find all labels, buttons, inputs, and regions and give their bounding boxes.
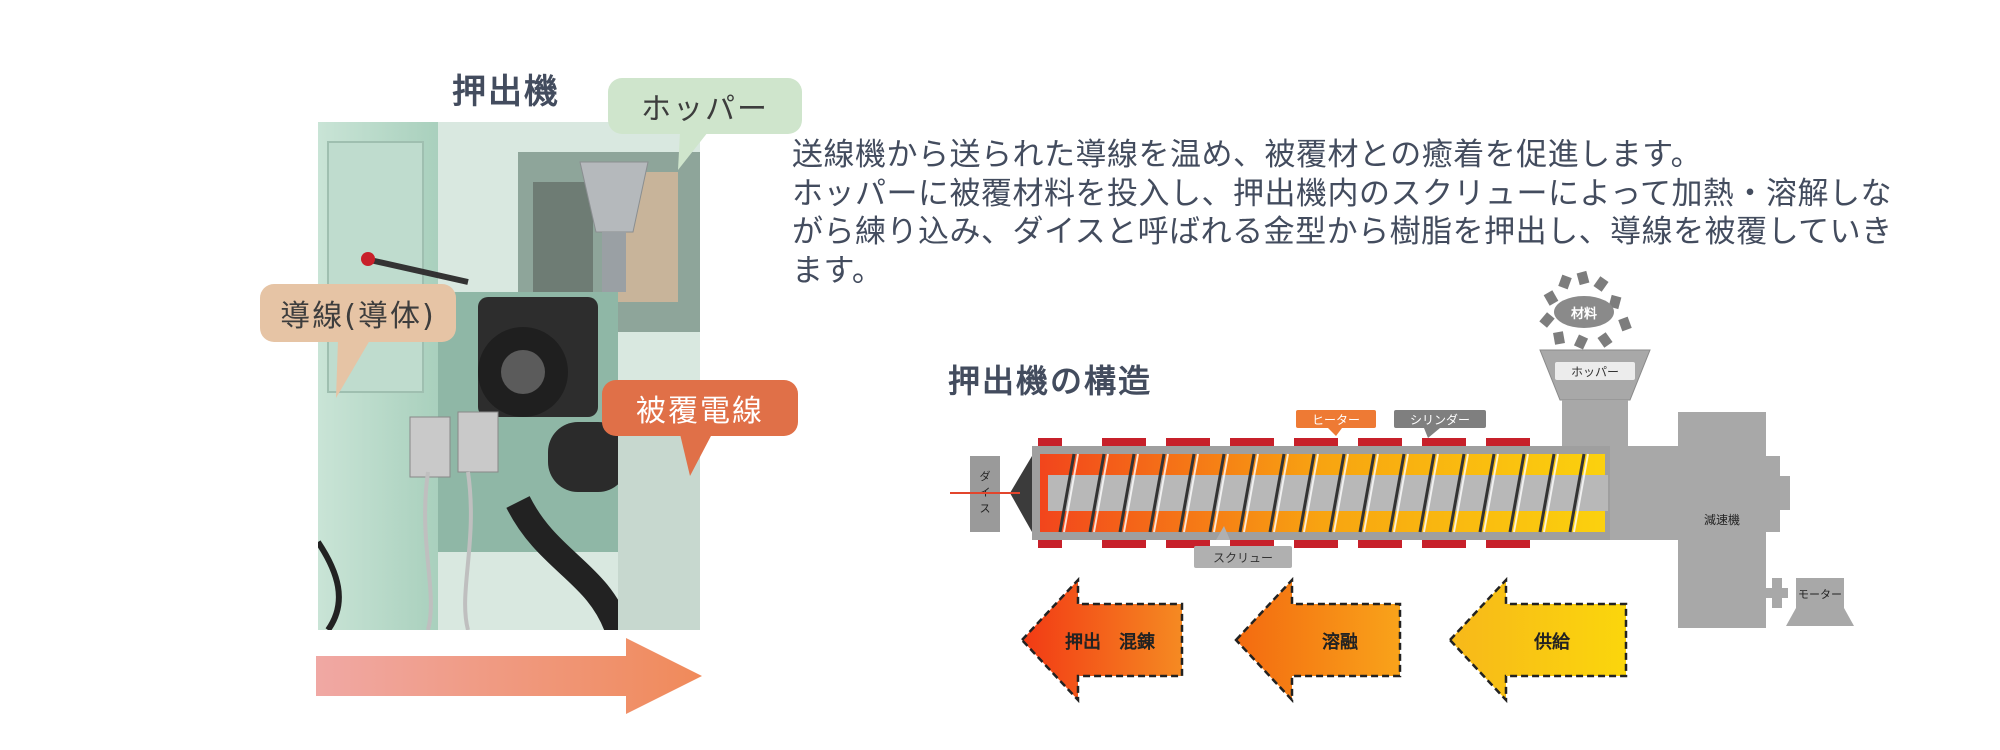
stage-label-extrude: 押出 混錬 <box>1065 631 1156 653</box>
reducer-shaft-cap <box>1780 476 1790 510</box>
description-line-1: 送線機から送られた導線を温め、被覆材との癒着を促進します。 <box>792 137 1703 173</box>
extruder-photo <box>318 122 700 630</box>
cylinder-label-box <box>1394 410 1486 428</box>
die-label-1: ダ <box>980 469 991 483</box>
cylinder-rear <box>1610 446 1690 540</box>
heater-label-box <box>1296 410 1376 428</box>
hopper-label: ホッパー <box>1571 365 1619 379</box>
motor-label: モーター <box>1798 588 1842 601</box>
cylinder-label: シリンダー <box>1410 412 1470 427</box>
stage-arrow-supply <box>1448 576 1628 704</box>
photo-title: 押出機 <box>452 72 560 112</box>
hopper-callout: ホッパー <box>608 78 802 134</box>
heater-bands <box>1038 438 1530 548</box>
coated-wire-callout-pointer <box>680 434 712 476</box>
conductor-callout-label: 導線(導体) <box>280 299 436 334</box>
heater-label-pointer <box>1328 428 1342 436</box>
extruder-photo-illustration <box>318 122 700 630</box>
cylinder-label-pointer <box>1424 428 1440 438</box>
conductor-callout: 導線(導体) <box>260 284 456 342</box>
reducer-side <box>1766 456 1780 532</box>
die-label-3: ス <box>980 502 991 515</box>
process-direction-arrow <box>316 638 702 714</box>
stage-arrow-extrude <box>1020 576 1184 704</box>
description: 送線機から送られた導線を温め、被覆材との癒着を促進します。 ホッパーに被覆材料を… <box>792 136 1902 290</box>
die-tip <box>1010 456 1032 532</box>
diagram-title: 押出機の構造 <box>948 362 1153 400</box>
description-line-2: ホッパーに被覆材料を投入し、押出機内のスクリューによって加熱・溶解しながら練り込… <box>792 175 1893 289</box>
hopper-callout-pointer <box>678 132 708 170</box>
motor-body <box>1796 578 1844 608</box>
coated-wire-callout-label: 被覆電線 <box>636 394 764 429</box>
hopper-label-box <box>1555 362 1635 380</box>
extruder-structure-diagram: 材料 ホッパー ヒーター シリンダー <box>950 270 1854 704</box>
screw-label-box <box>1194 546 1292 568</box>
screw-label-pointer <box>1216 526 1230 540</box>
stage-label-supply: 供給 <box>1533 631 1571 653</box>
reducer-label: 減速機 <box>1704 512 1740 527</box>
screw-label: スクリュー <box>1213 551 1273 565</box>
heater-label: ヒーター <box>1312 413 1360 427</box>
motor-base <box>1786 608 1854 626</box>
material-label: 材料 <box>1571 306 1597 322</box>
coated-wire-callout: 被覆電線 <box>602 380 798 436</box>
hopper-callout-label: ホッパー <box>641 92 769 127</box>
reducer-box <box>1678 412 1766 628</box>
stage-arrow-melt <box>1234 576 1402 704</box>
screw-flights <box>1058 453 1586 533</box>
material-pile <box>1539 270 1632 350</box>
conductor-callout-pointer <box>336 340 370 398</box>
stage-label-melt: 溶融 <box>1322 631 1358 653</box>
motor-coupling <box>1772 578 1782 608</box>
screw-flight-highlights <box>1063 453 1589 533</box>
